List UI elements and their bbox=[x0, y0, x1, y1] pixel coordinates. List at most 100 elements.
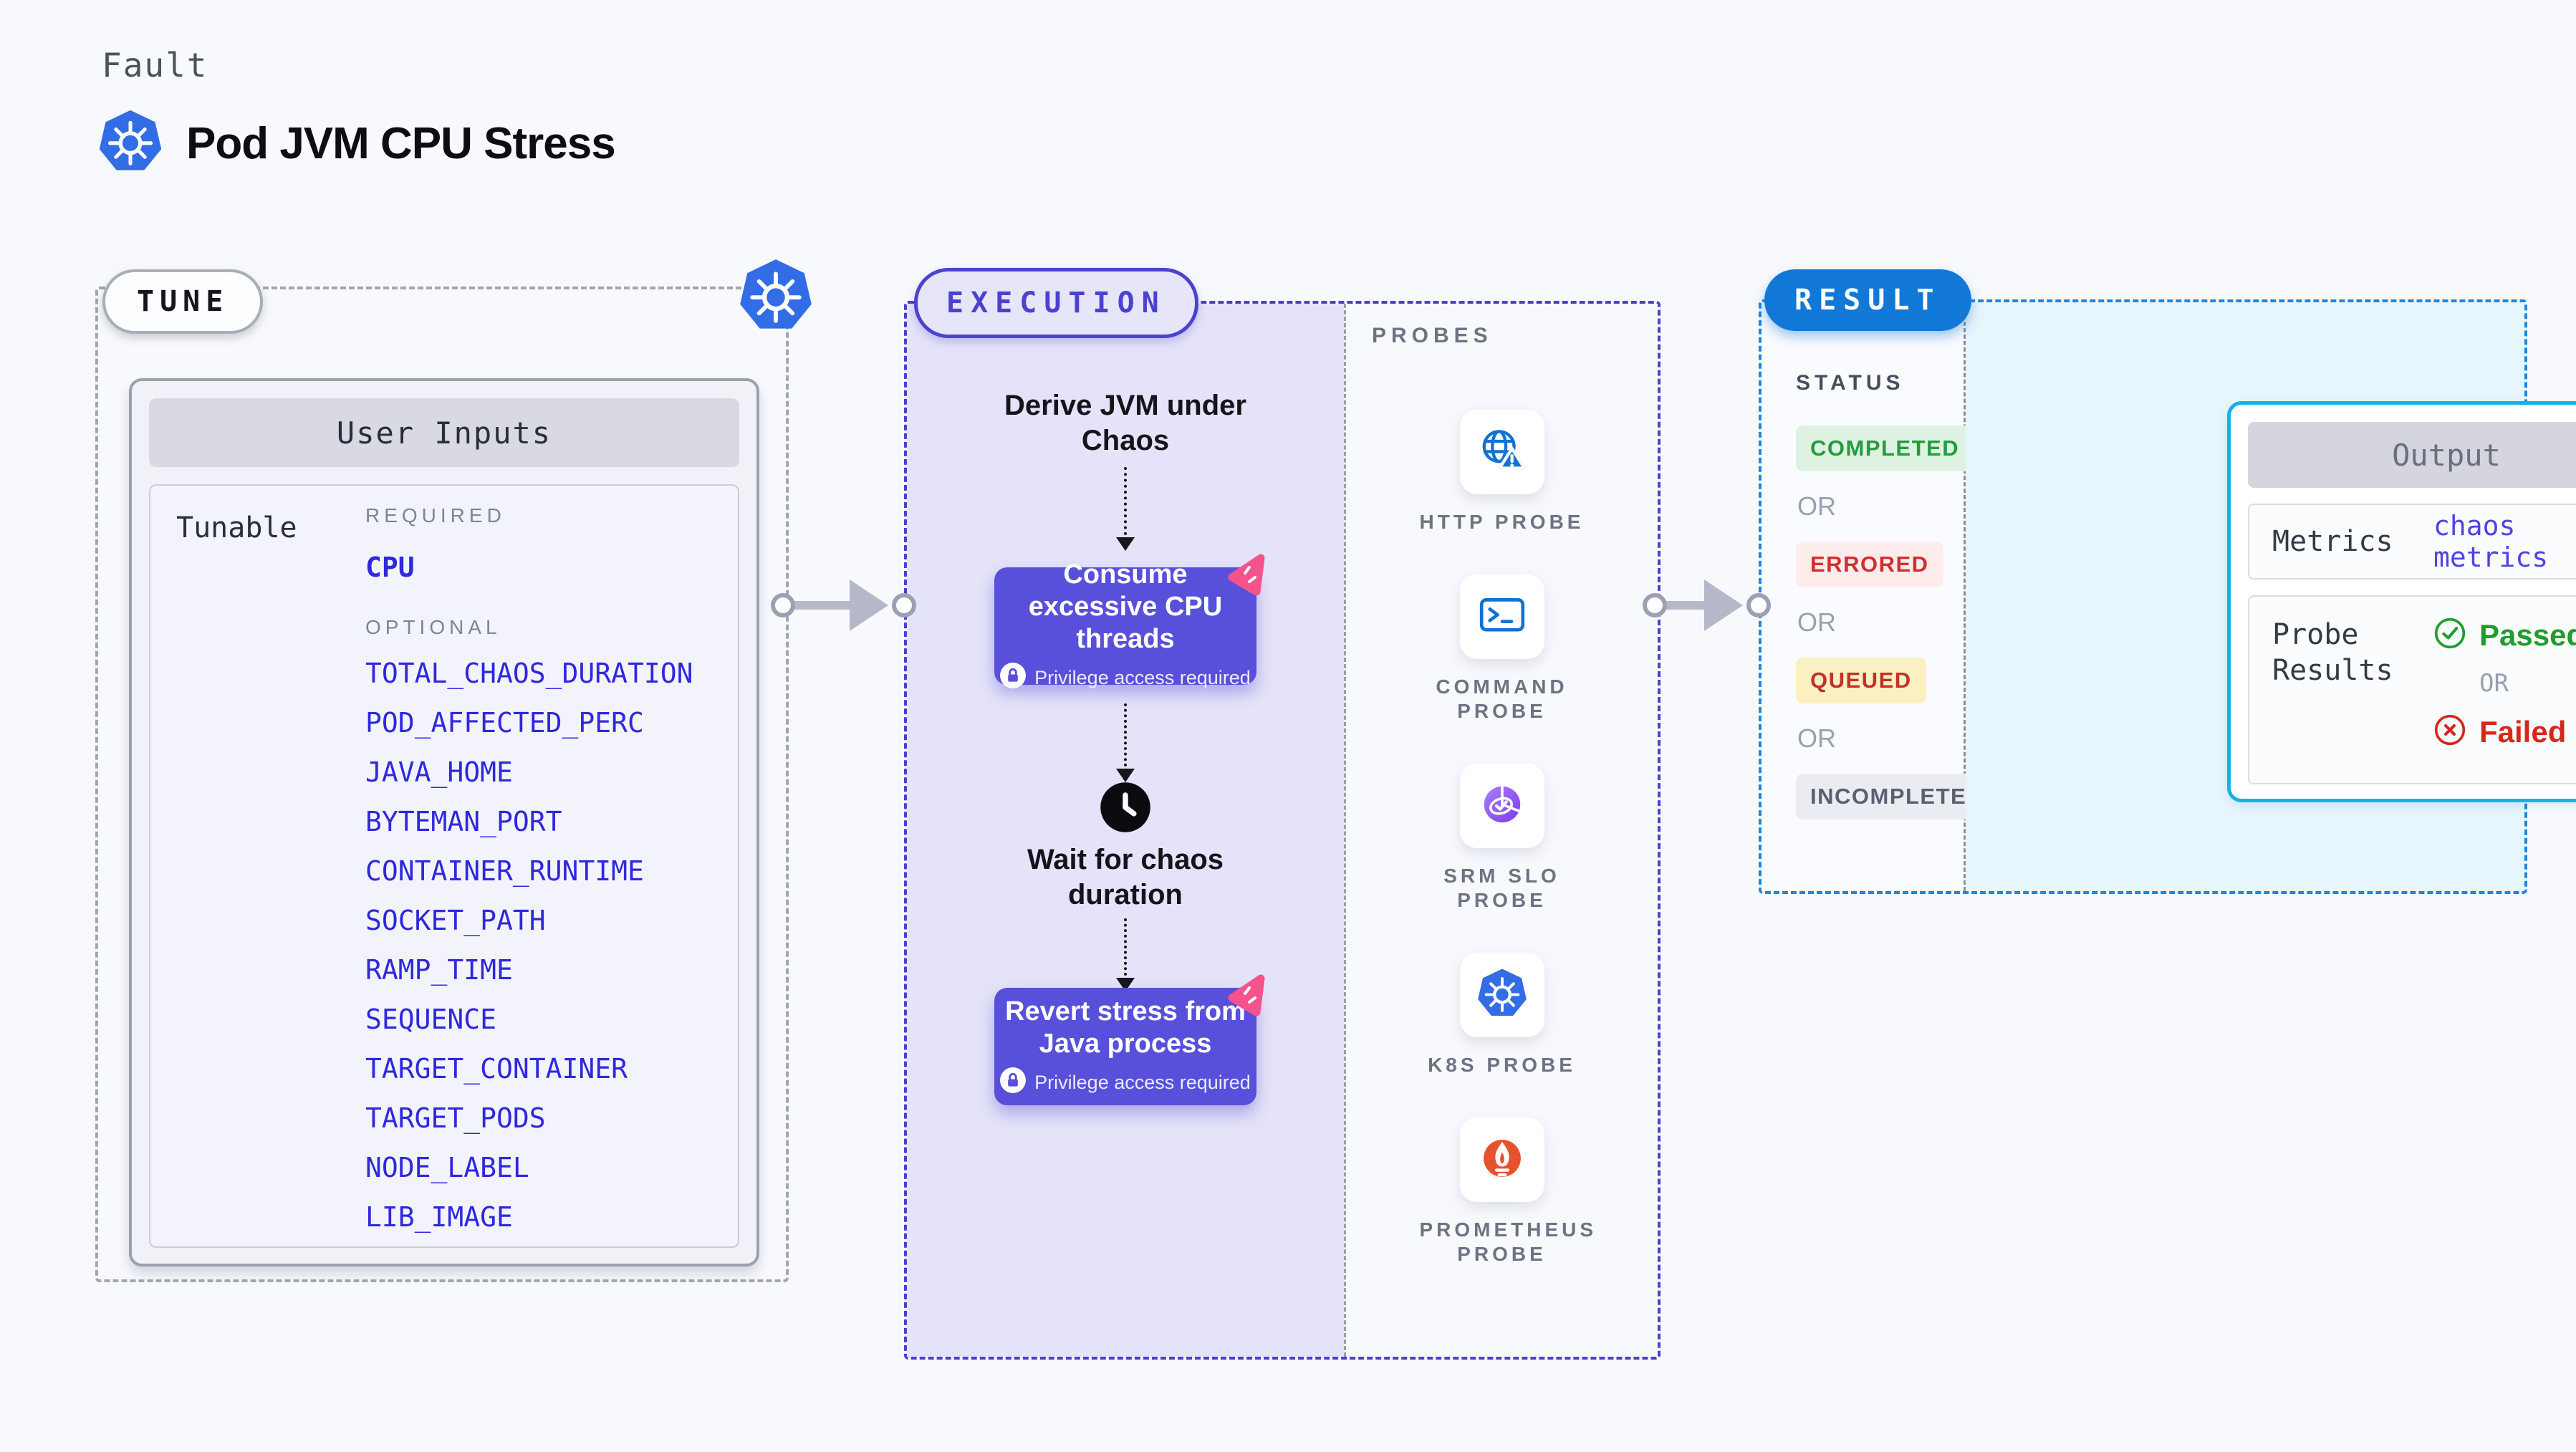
probe-label: SRM SLO PROBE bbox=[1443, 865, 1560, 911]
probe-results-label: Probe Results bbox=[2272, 618, 2393, 687]
or-separator: OR bbox=[1797, 723, 1836, 753]
result-badge: RESULT bbox=[1764, 269, 1971, 331]
chaos-pinwheel-icon bbox=[1224, 552, 1269, 597]
status-badge-errored: ERRORED bbox=[1796, 542, 1943, 587]
param-link[interactable]: JAVA_HOME bbox=[365, 756, 513, 788]
param-link[interactable]: RAMP_TIME bbox=[365, 954, 513, 986]
arrow-start-dot bbox=[1643, 593, 1667, 617]
result-section: STATUS COMPLETED OR ERRORED OR QUEUED OR… bbox=[1759, 299, 2576, 894]
privilege-note: Privilege access required bbox=[1000, 1067, 1251, 1098]
status-badge-completed: COMPLETED bbox=[1796, 425, 1974, 471]
kubernetes-icon bbox=[97, 109, 163, 178]
metrics-value-link[interactable]: chaos metrics bbox=[2433, 510, 2549, 573]
param-link[interactable]: SOCKET_PATH bbox=[365, 905, 546, 936]
privilege-note-text: Privilege access required bbox=[1034, 667, 1251, 688]
probe-card bbox=[1459, 764, 1544, 848]
arrow-end-dot bbox=[892, 593, 916, 617]
node-revert-stress: Revert stress from Java process Privileg… bbox=[994, 974, 1265, 1105]
probe-item-srm-slo: SRM SLO PROBE bbox=[1420, 764, 1585, 913]
privilege-note: Privilege access required bbox=[1000, 663, 1251, 693]
node-consume-cpu: Consume excessive CPU threads Privilege … bbox=[994, 554, 1265, 688]
probes-panel: PROBES bbox=[1344, 304, 1658, 1357]
lock-icon bbox=[1000, 663, 1027, 693]
arrow-start-dot bbox=[771, 593, 795, 617]
param-link[interactable]: CONTAINER_RUNTIME bbox=[365, 855, 644, 887]
execution-flow-area: Derive JVM under Chaos Consume excessive… bbox=[907, 304, 1344, 1357]
probes-panel-label: PROBES bbox=[1372, 324, 1493, 347]
tune-badge: TUNE bbox=[102, 269, 264, 334]
arrow-end-dot bbox=[1746, 593, 1771, 617]
user-inputs-list: Tunable REQUIRED CPU OPTIONAL TOTAL_CHAO… bbox=[149, 484, 739, 1248]
probe-label: K8S PROBE bbox=[1428, 1054, 1576, 1076]
probe-card bbox=[1459, 410, 1544, 494]
probe-item-command: COMMAND PROBE bbox=[1420, 574, 1585, 723]
passed-label: Passed bbox=[2479, 617, 2576, 652]
status-panel: STATUS COMPLETED OR ERRORED OR QUEUED OR… bbox=[1762, 302, 1999, 891]
param-link[interactable]: TOTAL_CHAOS_DURATION bbox=[365, 658, 693, 689]
user-inputs-title: User Inputs bbox=[149, 398, 739, 467]
output-card: Output Metrics chaos metrics Probe Resul… bbox=[2227, 401, 2576, 802]
failed-label: Failed bbox=[2479, 714, 2567, 749]
probe-result-passed: Passed bbox=[2433, 617, 2576, 653]
probe-card bbox=[1459, 953, 1544, 1037]
probe-item-prometheus: PROMETHEUS PROBE bbox=[1419, 1117, 1597, 1266]
probe-card bbox=[1459, 1117, 1544, 1202]
terminal-icon bbox=[1476, 590, 1528, 645]
tunable-row-label: Tunable bbox=[176, 511, 297, 544]
status-badge-incompleted: INCOMPLETED bbox=[1796, 774, 1999, 819]
page-title: Pod JVM CPU Stress bbox=[186, 119, 616, 168]
param-link[interactable]: NODE_LABEL bbox=[365, 1152, 529, 1183]
privilege-note-text: Privilege access required bbox=[1034, 1071, 1251, 1093]
execution-section: Derive JVM under Chaos Consume excessive… bbox=[904, 301, 1661, 1360]
probe-item-k8s: K8S PROBE bbox=[1420, 953, 1585, 1077]
chaos-pinwheel-icon bbox=[1224, 972, 1269, 1018]
or-separator: OR bbox=[1797, 491, 1836, 521]
tune-section bbox=[95, 287, 789, 1282]
x-circle-icon bbox=[2433, 713, 2466, 750]
param-link[interactable]: BYTEMAN_PORT bbox=[365, 806, 562, 837]
flow-connector bbox=[1116, 918, 1135, 991]
probe-result-failed: Failed bbox=[2433, 713, 2576, 750]
probe-item-http: HTTP PROBE bbox=[1420, 410, 1585, 534]
status-panel-label: STATUS bbox=[1796, 371, 1905, 395]
optional-group-label: OPTIONAL bbox=[365, 616, 501, 638]
param-link[interactable]: LIB_IMAGE bbox=[365, 1201, 513, 1233]
kubernetes-icon bbox=[1476, 968, 1528, 1023]
param-link[interactable]: POD_AFFECTED_PERC bbox=[365, 707, 644, 739]
user-inputs-card: User Inputs Tunable REQUIRED CPU OPTIONA… bbox=[129, 378, 759, 1266]
arrow-bar bbox=[1659, 601, 1717, 610]
fault-kicker: Fault bbox=[102, 46, 208, 85]
probe-results-row: Probe Results Passed OR bbox=[2248, 595, 2576, 784]
probe-label: PROMETHEUS PROBE bbox=[1419, 1218, 1597, 1265]
globe-alert-icon bbox=[1476, 425, 1528, 480]
clock-icon bbox=[1099, 781, 1152, 834]
lock-icon bbox=[1000, 1067, 1027, 1098]
connector-arrow-execution-to-result bbox=[1643, 578, 1771, 633]
probe-label: HTTP PROBE bbox=[1419, 511, 1585, 533]
param-link[interactable]: CPU bbox=[365, 552, 415, 583]
page-header: Pod JVM CPU Stress bbox=[97, 109, 616, 178]
node-title: Revert stress from Java process bbox=[1005, 996, 1246, 1059]
param-link[interactable]: TARGET_CONTAINER bbox=[365, 1053, 628, 1085]
arrow-head bbox=[850, 580, 888, 631]
slo-check-icon bbox=[1476, 779, 1528, 834]
or-separator: OR bbox=[1797, 607, 1836, 637]
status-badge-queued: QUEUED bbox=[1796, 658, 1926, 703]
connector-arrow-tune-to-execution bbox=[771, 578, 916, 633]
execution-badge: EXECUTION bbox=[914, 268, 1198, 338]
step-wait: Wait for chaos duration bbox=[1027, 844, 1224, 910]
step-derive: Derive JVM under Chaos bbox=[1004, 390, 1246, 456]
probe-card bbox=[1459, 574, 1544, 659]
param-link[interactable]: TARGET_PODS bbox=[365, 1102, 546, 1134]
flow-connector bbox=[1116, 467, 1135, 551]
arrow-head bbox=[1704, 580, 1743, 631]
prometheus-icon bbox=[1476, 1133, 1528, 1188]
or-separator: OR bbox=[2479, 669, 2509, 698]
metrics-label: Metrics bbox=[2272, 525, 2393, 558]
metrics-row: Metrics chaos metrics bbox=[2248, 504, 2576, 580]
param-link[interactable]: SEQUENCE bbox=[365, 1004, 497, 1035]
required-group-label: REQUIRED bbox=[365, 504, 506, 527]
output-card-title: Output bbox=[2248, 422, 2576, 488]
node-title: Consume excessive CPU threads bbox=[1028, 559, 1223, 654]
output-panel: Output Metrics chaos metrics Probe Resul… bbox=[1966, 302, 2576, 891]
